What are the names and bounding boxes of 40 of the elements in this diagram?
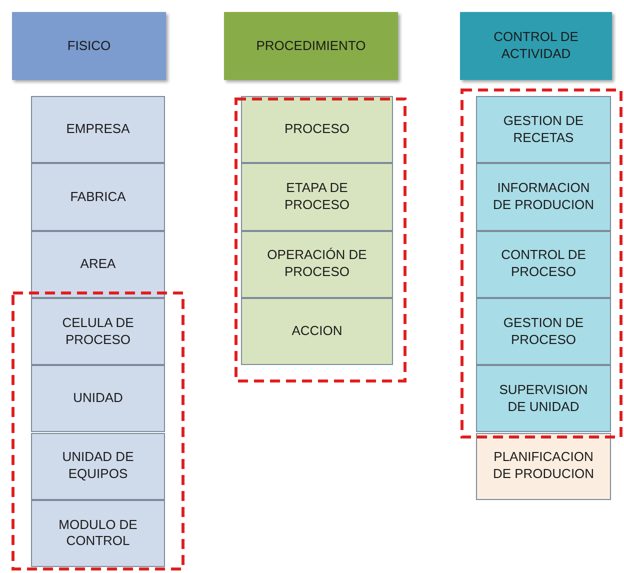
level-label: GESTION DE RECETAS (502, 112, 585, 147)
level-box (31, 365, 165, 432)
level-label: FABRICA (70, 188, 126, 206)
level-box (476, 96, 611, 164)
level-label: SUPERVISION DE UNIDAD (498, 382, 589, 416)
level-box (476, 432, 611, 500)
level-box (476, 163, 611, 231)
level-label: AREA (80, 256, 116, 273)
level-label: PLANIFICACION DE PRODUCION (492, 449, 596, 484)
header-label: FISICO (67, 38, 111, 54)
level-box (241, 230, 393, 298)
level-box (476, 298, 611, 366)
level-box (31, 500, 165, 568)
level-box (31, 298, 165, 366)
level-label: UNIDAD (73, 390, 123, 408)
column-header (12, 12, 166, 80)
level-label: ETAPA DE PROCESO (283, 180, 350, 214)
level-label: GESTION DE PROCESO (502, 314, 585, 348)
column-header (224, 12, 398, 80)
level-label: PROCESO (284, 121, 350, 138)
level-box (476, 365, 611, 432)
level-label: CELULA DE PROCESO (61, 314, 135, 348)
level-box (31, 163, 165, 231)
level-box (31, 96, 165, 164)
level-box (241, 298, 393, 366)
level-label: UNIDAD DE EQUIPOS (61, 449, 135, 484)
level-label: CONTROL DE PROCESO (500, 247, 587, 282)
column-header (460, 12, 612, 80)
level-label: EMPRESA (66, 121, 130, 138)
level-box (476, 230, 611, 298)
level-label: OPERACIÓN DE PROCESO (266, 247, 368, 282)
level-box (241, 163, 393, 231)
header-label: PROCEDIMIENTO (256, 38, 366, 54)
level-box (31, 230, 165, 298)
level-box (241, 96, 393, 164)
level-box (31, 432, 165, 500)
header-label: CONTROL DE ACTIVIDAD (492, 29, 580, 63)
level-label: MODULO DE CONTROL (58, 516, 138, 550)
level-label: ACCION (292, 323, 342, 340)
level-label: INFORMACION DE PRODUCION (492, 180, 596, 214)
